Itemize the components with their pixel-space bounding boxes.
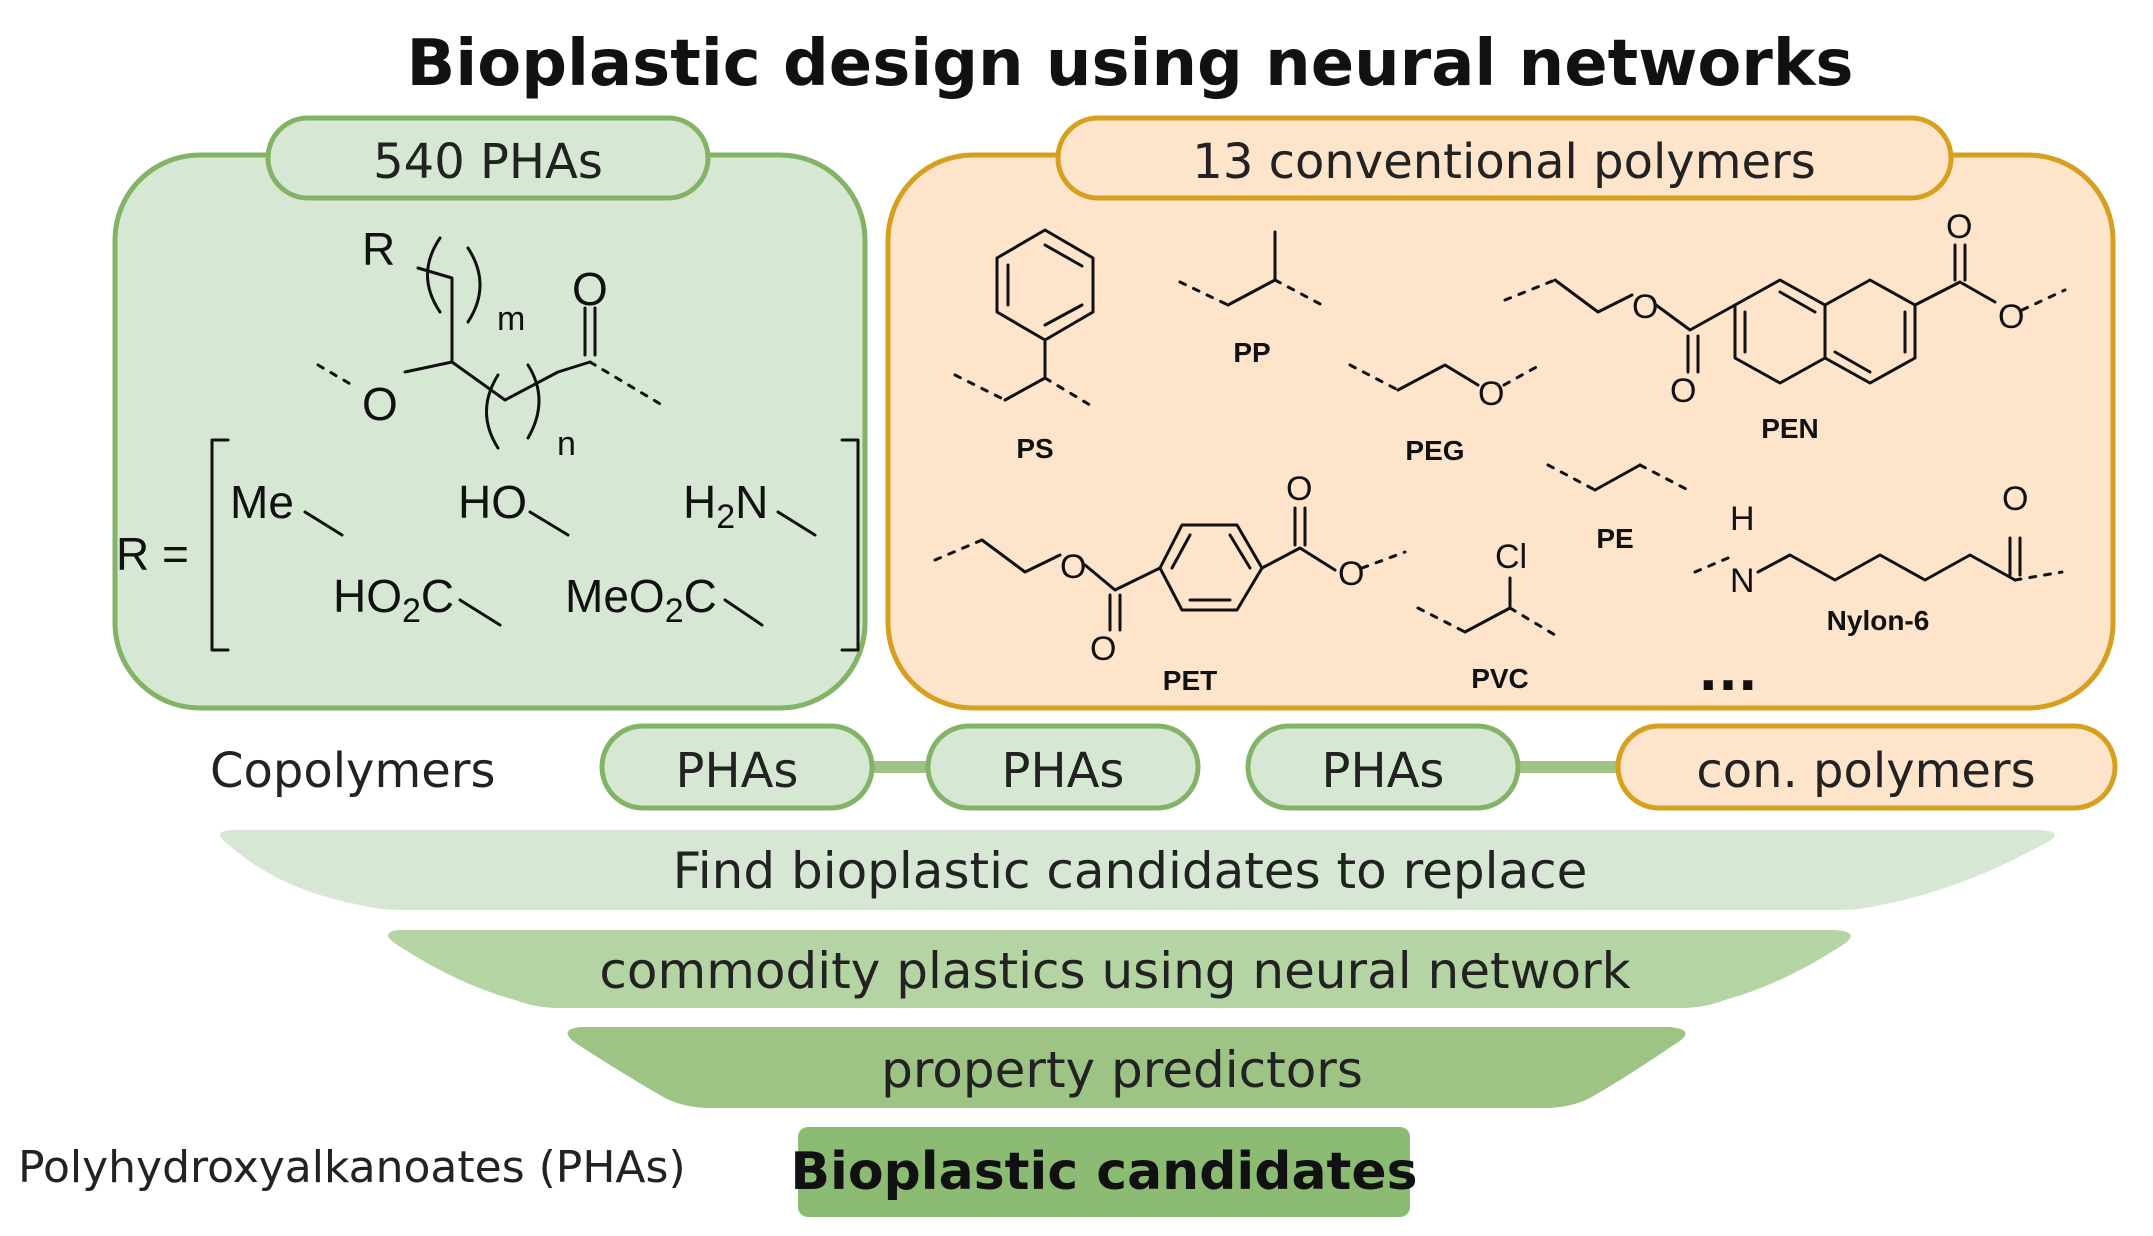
svg-text:O: O xyxy=(1060,548,1086,586)
copolymers-row: Copolymers PHAs PHAs PHAs con. polymers xyxy=(210,723,2118,811)
svg-text:O: O xyxy=(1286,470,1312,508)
svg-text:H: H xyxy=(1730,500,1755,538)
r-substituent-list: R = Me HO H2N HO2C MeO2C xyxy=(116,438,860,652)
pen-label: PEN xyxy=(1761,413,1819,444)
substituent-h2n: H2N xyxy=(683,476,768,536)
funnel-level-1-label: Find bioplastic candidates to replace xyxy=(673,842,1588,900)
pp-structure: PP xyxy=(1178,230,1324,368)
funnel-level-3-label: property predictors xyxy=(881,1041,1363,1099)
copolymer-pill-2 xyxy=(925,723,1201,811)
svg-text:O: O xyxy=(1670,372,1696,410)
svg-text:O: O xyxy=(1090,630,1116,668)
output-label: Bioplastic candidates xyxy=(790,1142,1417,1202)
nylon6-structure: H N O Nylon-6 xyxy=(1693,480,2064,636)
conventional-panel-tab xyxy=(1055,115,1954,201)
svg-text:O: O xyxy=(1998,298,2024,336)
copolymer-pill-1-label: PHAs xyxy=(676,743,799,799)
substituent-me: Me xyxy=(230,476,294,528)
svg-text:N: N xyxy=(1730,562,1755,600)
right-bracket xyxy=(840,438,860,652)
svg-text:O: O xyxy=(1946,208,1972,246)
svg-text:O: O xyxy=(1478,375,1504,413)
copolymer-pill-4 xyxy=(1615,723,2118,811)
substituent-ho: HO xyxy=(458,476,527,528)
more-polymers-ellipsis: ... xyxy=(1698,643,1757,703)
peg-label: PEG xyxy=(1405,435,1464,466)
copolymers-label: Copolymers xyxy=(210,743,496,799)
pe-structure: PE xyxy=(1546,463,1690,554)
svg-text:O: O xyxy=(2002,480,2028,518)
r-equals: R = xyxy=(116,528,189,580)
pha-panel-label: 540 PHAs xyxy=(373,134,603,190)
pvc-label: PVC xyxy=(1471,663,1529,694)
pha-footnote: Polyhydroxyalkanoates (PHAs) xyxy=(18,1142,686,1193)
pha-panel: 540 PHAs R m n O O R = Me HO xyxy=(112,115,868,711)
pha-n-subscript: n xyxy=(557,425,576,463)
pha-conv-link-connector xyxy=(1510,761,1620,773)
diagram-title: Bioplastic design using neural networks xyxy=(407,27,1854,101)
copolymer-pill-4-label: con. polymers xyxy=(1696,743,2035,799)
funnel-level-3 xyxy=(567,1027,1686,1108)
conventional-panel-label: 13 conventional polymers xyxy=(1192,134,1815,190)
pen-structure: O O O O PEN xyxy=(1503,208,2067,444)
svg-text:O: O xyxy=(1338,555,1364,593)
peg-structure: O PEG xyxy=(1348,363,1542,466)
substituent-ho2c: HO2C xyxy=(333,570,454,630)
copolymer-pill-2-label: PHAs xyxy=(1002,743,1125,799)
svg-text:O: O xyxy=(1632,288,1658,326)
pha-ester-o: O xyxy=(362,378,398,430)
substituent-meo2c: MeO2C xyxy=(565,570,717,630)
copolymer-pill-1 xyxy=(599,723,875,811)
pha-m-subscript: m xyxy=(497,300,525,338)
pha-structure: R m n O O xyxy=(316,223,664,463)
svg-text:Cl: Cl xyxy=(1495,538,1527,576)
copolymer-pill-3 xyxy=(1245,723,1521,811)
funnel-level-1 xyxy=(220,830,2055,910)
pet-structure: O O O O PET xyxy=(933,470,1407,696)
funnel-level-2 xyxy=(387,930,1851,1008)
output-box xyxy=(798,1127,1410,1217)
pha-r-group: R xyxy=(362,223,395,275)
pp-label: PP xyxy=(1233,337,1270,368)
pet-label: PET xyxy=(1163,665,1217,696)
funnel: Find bioplastic candidates to replace co… xyxy=(220,830,2055,1217)
pha-link-connector xyxy=(870,761,930,773)
pha-panel-tab xyxy=(265,115,711,201)
ps-structure: PS xyxy=(953,228,1095,464)
pe-label: PE xyxy=(1596,523,1633,554)
nylon6-label: Nylon-6 xyxy=(1827,605,1930,636)
pha-carbonyl-o: O xyxy=(572,263,608,315)
left-bracket xyxy=(210,438,230,652)
funnel-level-2-label: commodity plastics using neural network xyxy=(599,942,1630,1000)
ps-label: PS xyxy=(1016,433,1053,464)
copolymer-pill-3-label: PHAs xyxy=(1322,743,1445,799)
conventional-panel: 13 conventional polymers PS PP O PEG xyxy=(885,115,2116,711)
pvc-structure: Cl PVC xyxy=(1416,538,1557,694)
